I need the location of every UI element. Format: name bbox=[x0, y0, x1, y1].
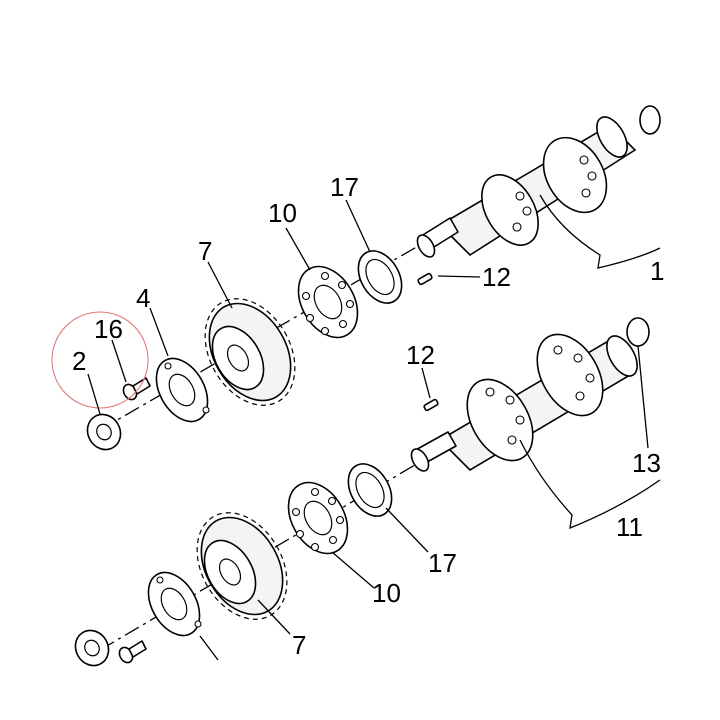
upper-hub-plate bbox=[155, 357, 210, 423]
callout-10-top: 10 bbox=[268, 198, 297, 228]
markup-circle bbox=[51, 311, 149, 409]
lower-o-ring bbox=[626, 317, 650, 347]
upper-key bbox=[417, 272, 433, 286]
callout-7-top: 7 bbox=[198, 236, 212, 266]
lower-key bbox=[423, 398, 439, 412]
callout-12-right: 12 bbox=[482, 262, 511, 292]
callout-11: 11 bbox=[616, 512, 643, 542]
upper-seal bbox=[357, 250, 403, 304]
lower-nut bbox=[74, 629, 110, 667]
callout-13: 13 bbox=[632, 448, 661, 478]
lower-camshaft bbox=[410, 333, 638, 472]
upper-camshaft bbox=[416, 116, 637, 258]
callout-10-bottom: 10 bbox=[372, 578, 401, 608]
callout-1-partial: 1 bbox=[650, 256, 664, 286]
leader-lines bbox=[87, 199, 649, 661]
upper-sprocket bbox=[204, 298, 296, 406]
lower-sprocket bbox=[196, 512, 288, 620]
callout-17-bottom: 17 bbox=[428, 548, 457, 578]
lower-bolt bbox=[118, 640, 147, 664]
upper-bearing-flange bbox=[297, 265, 359, 339]
lower-bracket bbox=[519, 439, 661, 530]
lower-seal bbox=[347, 463, 393, 517]
upper-o-ring bbox=[639, 105, 661, 135]
upper-nut bbox=[86, 413, 122, 451]
lower-assembly bbox=[74, 317, 661, 667]
callout-17-top: 17 bbox=[330, 172, 359, 202]
upper-bracket bbox=[539, 194, 661, 269]
lower-bearing-flange bbox=[287, 481, 349, 555]
callout-4: 4 bbox=[136, 283, 150, 313]
callout-16: 16 bbox=[94, 314, 123, 344]
callout-labels: 2 16 4 7 10 17 12 1 12 13 11 17 10 7 bbox=[72, 172, 664, 660]
lower-hub-plate bbox=[147, 571, 202, 637]
callout-12-mid: 12 bbox=[406, 340, 435, 370]
callout-2: 2 bbox=[72, 346, 86, 376]
upper-assembly bbox=[51, 105, 661, 451]
callout-7-bottom: 7 bbox=[292, 630, 306, 660]
